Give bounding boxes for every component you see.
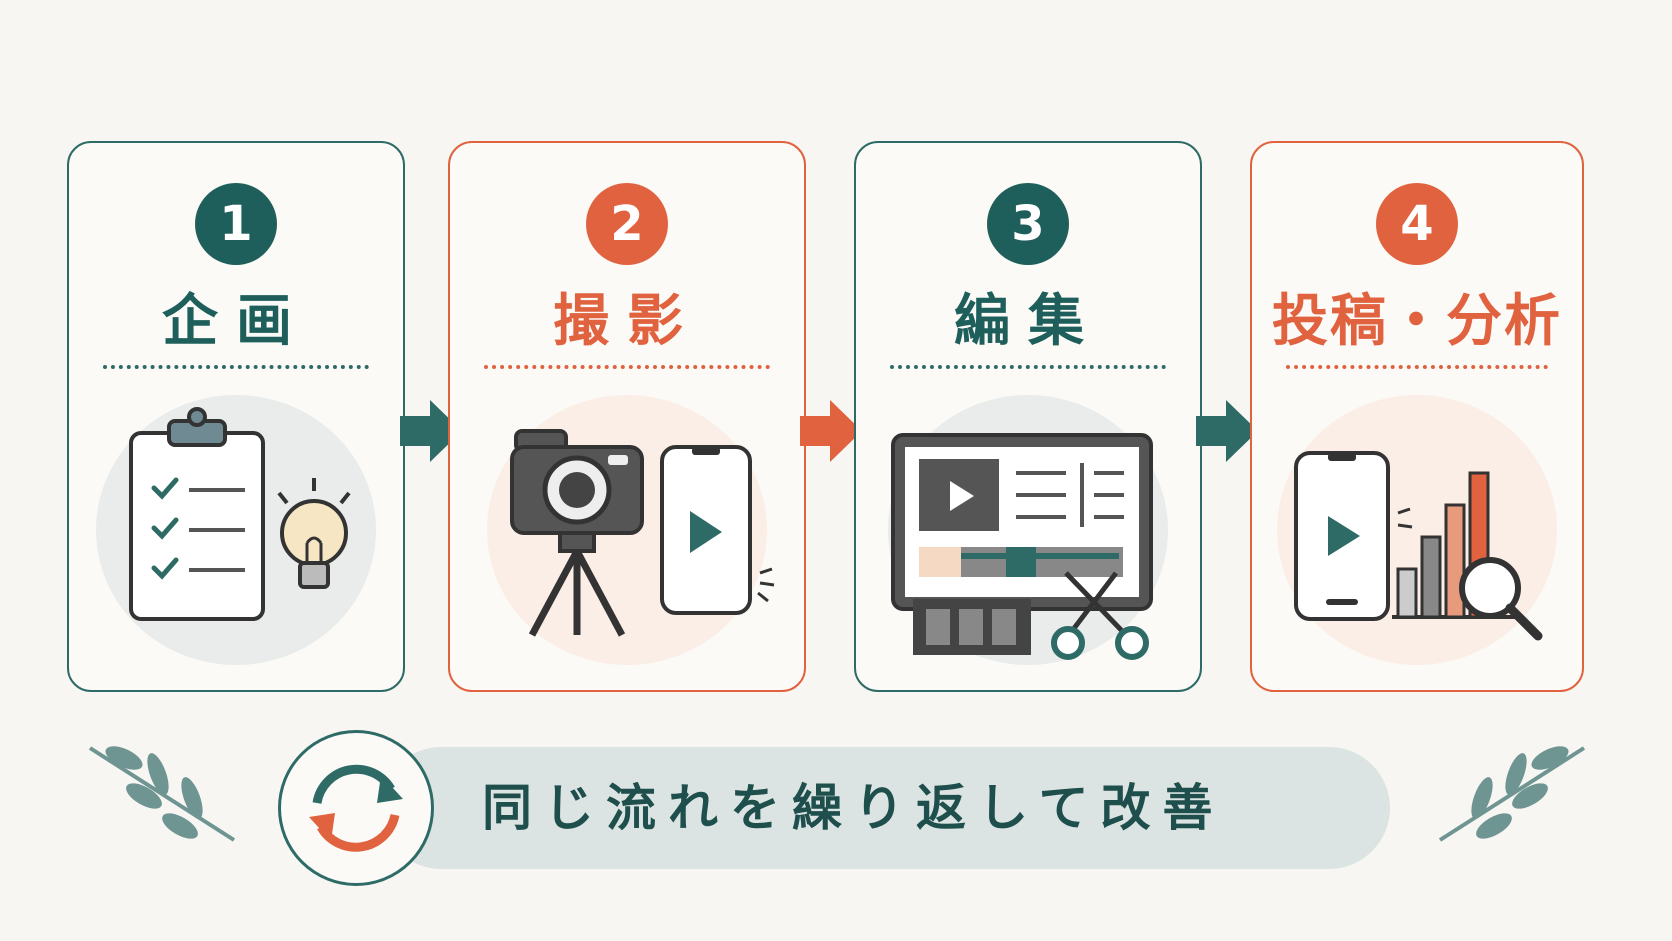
step-title: 投稿・分析	[1272, 289, 1562, 354]
arrow-right-icon	[1196, 400, 1258, 462]
scissors-icon	[1051, 571, 1149, 660]
step-number-badge: 1	[195, 183, 277, 265]
step-number-badge: 2	[586, 183, 668, 265]
step-card-post-analyze: 4 投稿・分析	[1250, 141, 1584, 692]
summary-text: 同じ流れを繰り返して改善	[482, 779, 1225, 837]
cycle-arrows-icon	[278, 730, 434, 886]
video-editor-icon	[891, 433, 1153, 660]
magnifier-icon	[1459, 557, 1543, 641]
dotted-divider	[103, 365, 369, 369]
leaf-branch-icon	[88, 746, 236, 842]
step-title: 撮影	[553, 289, 701, 354]
step-title: 編集	[954, 289, 1102, 354]
step-card-plan: 1 企画	[67, 141, 405, 692]
dotted-divider	[890, 365, 1166, 369]
clipboard-checklist-icon	[129, 407, 351, 621]
step-card-edit: 3 編集	[854, 141, 1202, 692]
step-number-badge: 3	[987, 183, 1069, 265]
arrow-right-icon	[800, 400, 862, 462]
camera-tripod-icon	[510, 429, 775, 637]
summary-banner: 同じ流れを繰り返して改善	[380, 747, 1390, 869]
step-card-shoot: 2 撮影	[448, 141, 806, 692]
dotted-divider	[1286, 365, 1548, 369]
step-title: 企画	[162, 289, 310, 354]
film-strip-icon	[913, 599, 1031, 655]
bar-chart-icon	[1392, 471, 1518, 619]
smartphone-play-icon	[1294, 451, 1543, 641]
step-number-badge: 4	[1376, 183, 1458, 265]
leaf-branch-icon	[1438, 746, 1586, 842]
lightbulb-icon	[277, 478, 351, 589]
smartphone-play-icon	[660, 445, 775, 615]
arrow-right-icon	[400, 400, 462, 462]
dotted-divider	[484, 365, 770, 369]
